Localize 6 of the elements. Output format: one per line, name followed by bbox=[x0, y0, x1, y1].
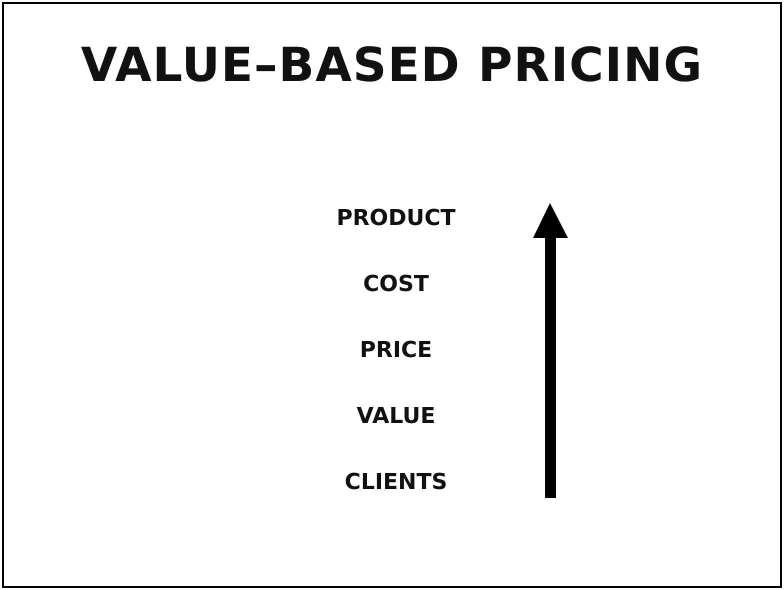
title: VALUE–BASED PRICING bbox=[80, 38, 704, 93]
list-item: VALUE bbox=[356, 404, 436, 429]
list-item: PRODUCT bbox=[335, 206, 457, 231]
list-item: COST bbox=[362, 272, 430, 297]
list-item: PRICE bbox=[358, 338, 434, 363]
list-item: CLIENTS bbox=[344, 470, 448, 495]
